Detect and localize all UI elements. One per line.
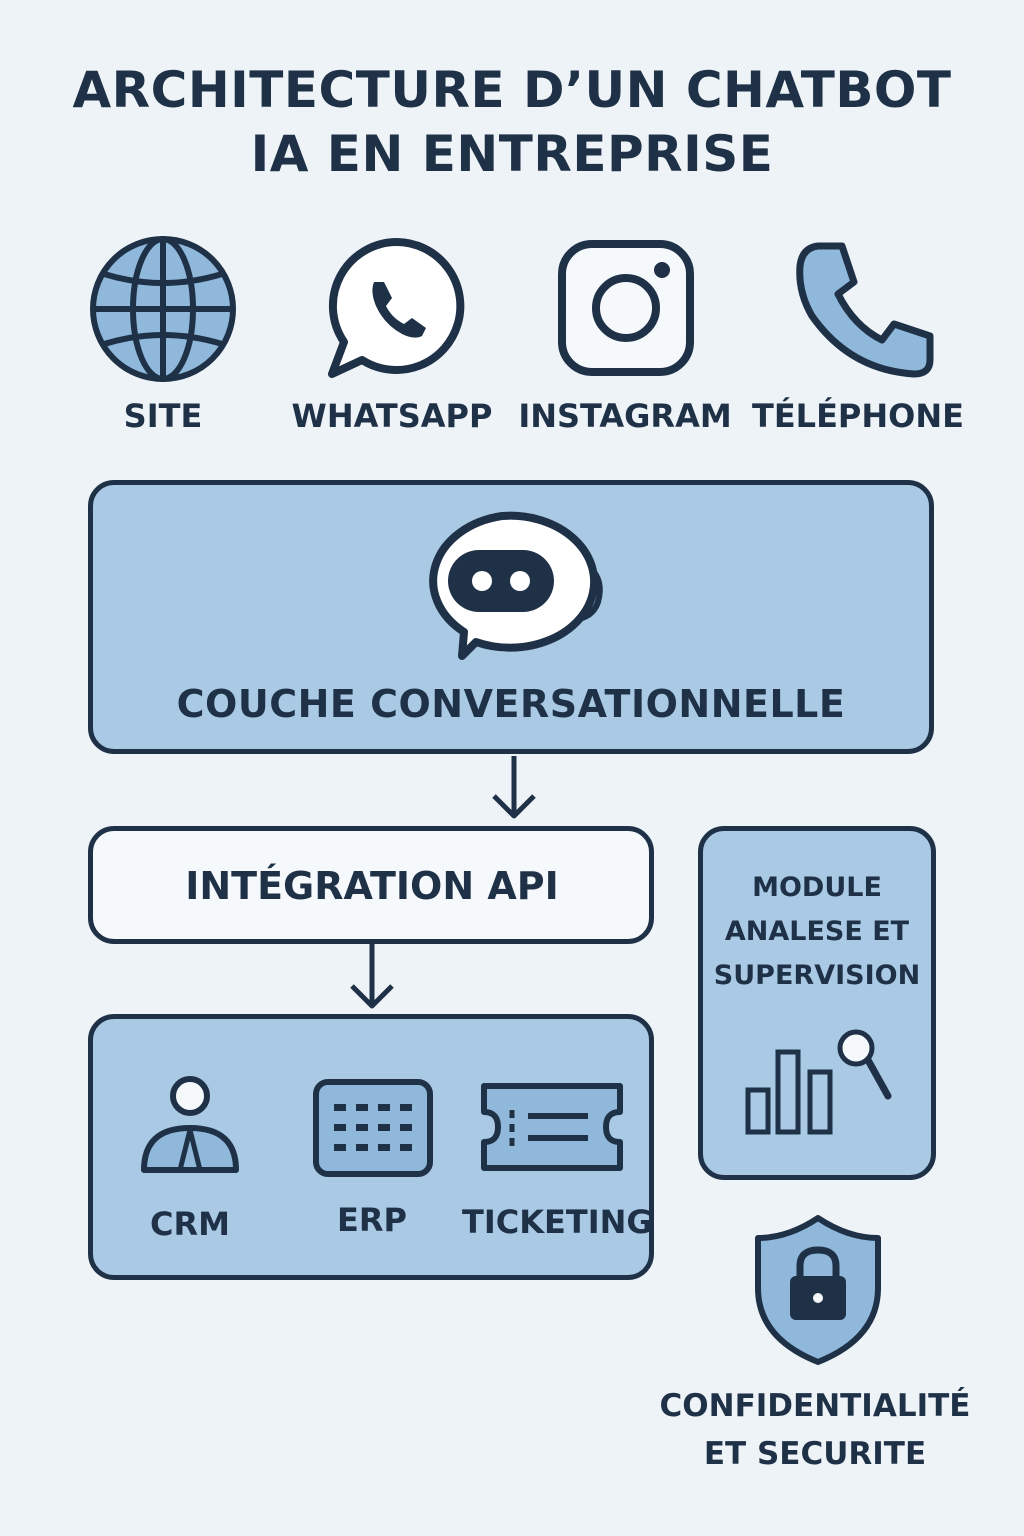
system-label-crm: CRM (150, 1205, 230, 1243)
security-line-2: ET SECURITE (703, 1436, 927, 1472)
channel-label-whatsapp: WHATSAPP (291, 397, 493, 435)
security-line-1: CONFIDENTIALITÉ (659, 1388, 971, 1424)
system-label-ticketing: TICKETING (462, 1203, 653, 1241)
user-icon (141, 1076, 239, 1173)
channel-label-site: SITE (123, 397, 203, 435)
bar-chart-magnifier-icon (745, 1029, 892, 1135)
conversational-layer-label: COUCHE CONVERSATIONNELLE (176, 682, 846, 726)
analysis-module-line-1: MODULE (752, 872, 882, 903)
globe-icon (90, 236, 236, 382)
ticket-icon (481, 1083, 623, 1171)
phone-icon (796, 242, 934, 378)
analysis-module-line-3: SUPERVISION (713, 960, 921, 991)
channel-label-instagram: INSTAGRAM (518, 397, 732, 435)
system-label-erp: ERP (337, 1201, 407, 1239)
title-line-2: IA EN ENTREPRISE (250, 125, 774, 183)
analysis-module-label: MODULE ANALESE ET SUPERVISION (702, 866, 932, 998)
arrow-down-to-api (492, 756, 536, 819)
page-title: ARCHITECTURE D’UN CHATBOT IA EN ENTREPRI… (40, 58, 984, 186)
shield-lock-icon (755, 1215, 881, 1365)
analysis-module-line-2: ANALESE ET (724, 916, 910, 947)
title-line-1: ARCHITECTURE D’UN CHATBOT (72, 61, 952, 119)
keyboard-grid-icon (313, 1079, 433, 1177)
channel-label-telephone: TÉLÉPHONE (751, 397, 964, 435)
whatsapp-icon (328, 237, 465, 378)
instagram-icon (558, 240, 694, 376)
security-label: CONFIDENTIALITÉ ET SECURITE (620, 1382, 1010, 1478)
arrow-down-to-systems (350, 944, 394, 1009)
chatbot-robot-icon (429, 511, 603, 660)
api-integration-label: INTÉGRATION API (185, 864, 559, 908)
api-integration-box (88, 826, 654, 944)
